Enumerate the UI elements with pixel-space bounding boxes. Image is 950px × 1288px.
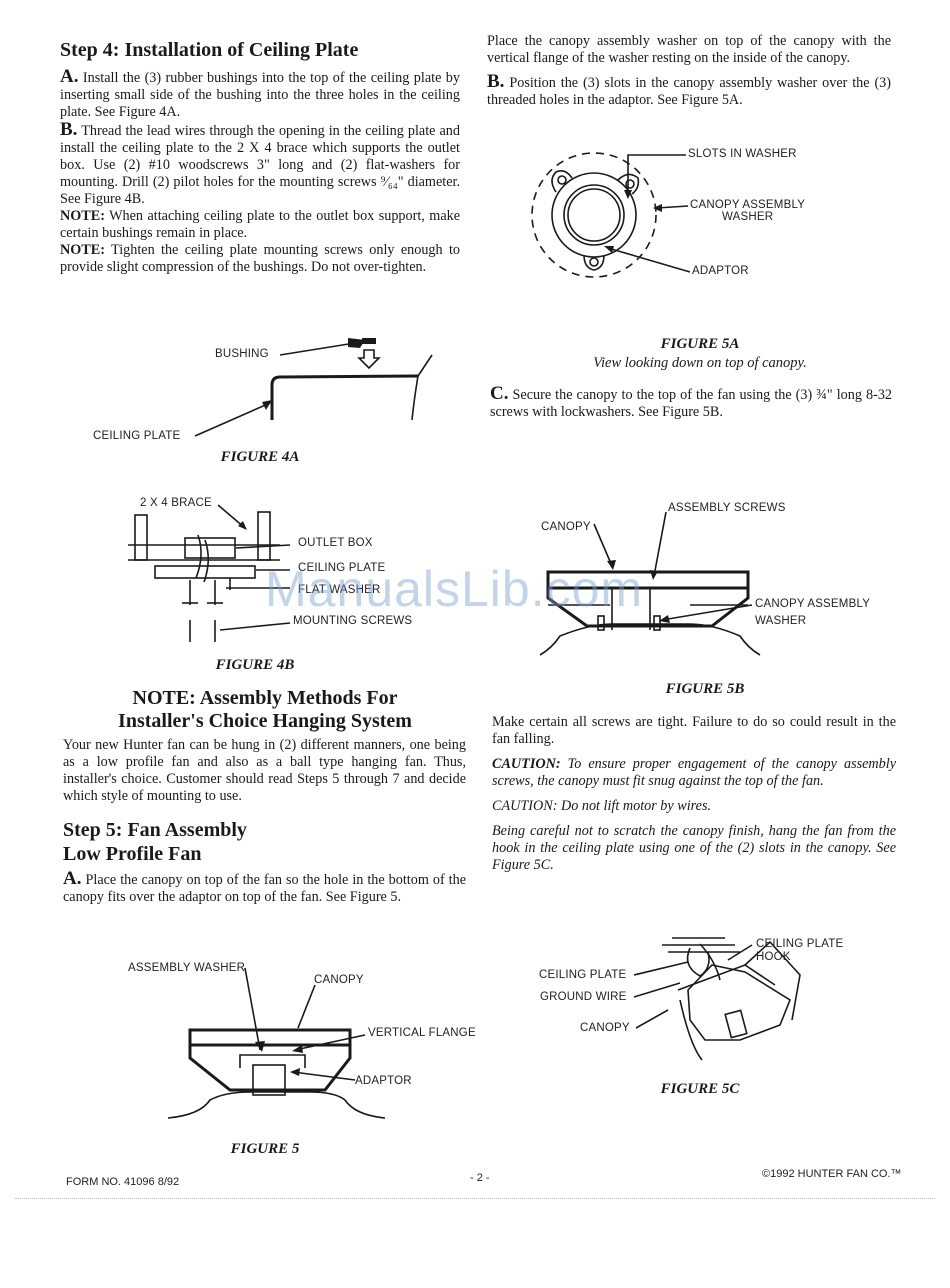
right-para-c: C. Secure the canopy to the top of the f… xyxy=(490,383,893,421)
step4-note1: NOTE: When attaching ceiling plate to th… xyxy=(60,208,460,242)
para-a-text: Install the (3) rubber bushings into the… xyxy=(60,70,460,120)
label-assembly-washer: ASSEMBLY WASHER xyxy=(128,962,246,974)
note-text: Tighten the ceiling plate mounting screw… xyxy=(60,242,460,275)
label-flat-washer: FLAT WASHER xyxy=(298,584,381,596)
step4-body: A. Install the (3) rubber bushings into … xyxy=(60,66,460,276)
figure-4a-caption: FIGURE 4A xyxy=(220,449,300,465)
label-canopy: CANOPY xyxy=(314,974,364,986)
para-lead-b: B. xyxy=(487,71,505,92)
step4-note2: NOTE: Tighten the ceiling plate mounting… xyxy=(60,242,460,276)
figure-5a-caption: FIGURE 5A xyxy=(660,336,740,352)
para-a-text: Place the canopy on top of the fan so th… xyxy=(63,872,467,905)
para-lead-c: C. xyxy=(490,383,509,404)
label-mounting-screws: MOUNTING SCREWS xyxy=(293,615,413,627)
label-washer-1: CANOPY ASSEMBLY xyxy=(755,598,871,610)
para-b-text: Position the (3) slots in the canopy ass… xyxy=(487,75,891,108)
footer-form-number: FORM NO. 41096 8/92 xyxy=(66,1176,180,1188)
caution-label: CAUTION: xyxy=(492,756,561,772)
right-intro: Place the canopy assembly washer on top … xyxy=(487,33,891,66)
para-lead-a: A. xyxy=(60,66,79,87)
label-vertical-flange: VERTICAL FLANGE xyxy=(368,1027,476,1039)
label-outlet-box: OUTLET BOX xyxy=(298,537,373,549)
caution-text: To ensure proper engagement of the canop… xyxy=(492,756,897,789)
caution-1: CAUTION: To ensure proper engagement of … xyxy=(492,756,896,790)
note-label: NOTE: xyxy=(60,208,105,224)
assembly-note-heading-2: Installer's Choice Hanging System xyxy=(118,710,412,732)
footer-page-number: - 2 - xyxy=(470,1172,490,1184)
watermark: ManualsLib.com xyxy=(265,561,644,617)
para-lead-b: B. xyxy=(60,119,78,140)
step5-heading-1: Step 5: Fan Assembly xyxy=(63,819,247,841)
label-washer-1: CANOPY ASSEMBLY xyxy=(690,199,806,211)
para-c-text: Secure the canopy to the top of the fan … xyxy=(490,387,893,420)
step4-para-b: B. Thread the lead wires through the ope… xyxy=(60,119,460,208)
label-canopy: CANOPY xyxy=(541,521,591,533)
caution-label: CAUTION: xyxy=(492,798,558,814)
note-label: NOTE: xyxy=(60,242,105,258)
figure-5a-subcaption: View looking down on top of canopy. xyxy=(593,355,807,371)
step5-para-a: A. Place the canopy on top of the fan so… xyxy=(63,868,467,906)
label-slots: SLOTS IN WASHER xyxy=(688,148,797,160)
figure-5c-caption: FIGURE 5C xyxy=(660,1081,740,1097)
label-hook-2: HOOK xyxy=(756,951,791,963)
hang-text: Being careful not to scratch the canopy … xyxy=(492,823,896,873)
note-text: When attaching ceiling plate to the outl… xyxy=(60,208,461,241)
label-assembly-screws: ASSEMBLY SCREWS xyxy=(668,502,786,514)
footer-copyright: ©1992 HUNTER FAN CO.™ xyxy=(762,1168,902,1180)
label-canopy: CANOPY xyxy=(580,1022,630,1034)
assembly-note-heading-1: NOTE: Assembly Methods For xyxy=(132,687,398,709)
assembly-note-text: Your new Hunter fan can be hung in (2) d… xyxy=(63,737,466,804)
right-para-b: B. Position the (3) slots in the canopy … xyxy=(487,71,891,109)
figure-5b-caption: FIGURE 5B xyxy=(665,681,745,697)
label-hook-1: CEILING PLATE xyxy=(756,938,844,950)
label-brace: 2 X 4 BRACE xyxy=(140,497,212,509)
label-washer-2: WASHER xyxy=(755,615,807,627)
caution-text: Do not lift motor by wires. xyxy=(560,798,712,814)
label-ground-wire: GROUND WIRE xyxy=(540,991,627,1003)
tight-text: Make certain all screws are tight. Failu… xyxy=(492,714,896,747)
bottom-rule xyxy=(15,1198,935,1199)
label-ceiling-plate: CEILING PLATE xyxy=(539,969,627,981)
label-ceiling-plate: CEILING PLATE xyxy=(93,430,181,442)
step4-para-a: A. Install the (3) rubber bushings into … xyxy=(60,66,460,121)
label-adaptor: ADAPTOR xyxy=(355,1075,412,1087)
right-body-lower: Make certain all screws are tight. Failu… xyxy=(492,714,896,874)
step4-heading: Step 4: Installation of Ceiling Plate xyxy=(60,39,359,61)
figure-4b-caption: FIGURE 4B xyxy=(215,657,295,673)
para-lead-a: A. xyxy=(63,868,82,889)
para-b-text: Thread the lead wires through the openin… xyxy=(60,123,460,207)
figure-5-caption: FIGURE 5 xyxy=(230,1141,300,1157)
label-bushing: BUSHING xyxy=(215,348,269,360)
step5-heading-2: Low Profile Fan xyxy=(63,843,202,865)
label-washer-2: WASHER xyxy=(722,211,774,223)
label-adaptor: ADAPTOR xyxy=(692,265,749,277)
label-ceiling-plate: CEILING PLATE xyxy=(298,562,386,574)
caution-2: CAUTION: Do not lift motor by wires. xyxy=(492,798,896,815)
